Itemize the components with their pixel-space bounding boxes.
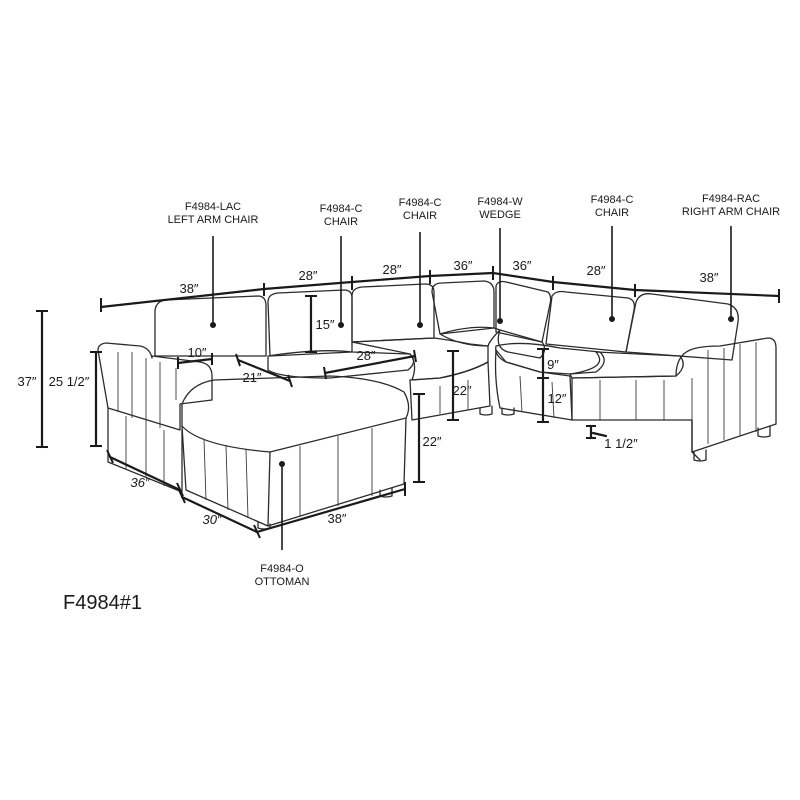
seat-c3: [495, 342, 605, 375]
lac-base: [107, 407, 183, 493]
dim-total-height: 37″: [17, 374, 36, 389]
dim-seat-base: 12″: [547, 391, 566, 406]
back-cushion-lac: [154, 295, 267, 357]
ottoman-ribs: [203, 428, 373, 519]
dimension-lines: [36, 266, 781, 539]
rac-arm: [571, 337, 777, 453]
dimension-labels: 38″ 28″ 28″ 36″ 36″ 28″ 38″ 37″ 25 1/2″ …: [17, 258, 718, 527]
dim-leg: 1 1/2″: [604, 436, 638, 451]
back-cushion-w2: [495, 280, 552, 343]
label-w-name: WEDGE: [479, 209, 521, 221]
back-cushion-rac: [625, 293, 739, 361]
leader-dot: [338, 322, 344, 328]
base-c3: [494, 349, 573, 421]
leader-dot: [609, 316, 615, 322]
dim-ottoman-depth: 30″: [202, 512, 221, 527]
c2-foot: [479, 405, 493, 416]
label-c2-name: CHAIR: [403, 210, 437, 222]
label-c3-name: CHAIR: [595, 207, 629, 219]
label-rac-code: F4984-RAC: [702, 193, 760, 205]
base-c3-seams: [519, 375, 555, 419]
leader-dot: [417, 322, 423, 328]
dim-back-height: 15″: [315, 317, 334, 332]
dim-rac-width: 38″: [699, 270, 718, 285]
dim-seat-width: 28″: [356, 348, 375, 363]
dim-depth: 36″: [130, 475, 149, 490]
leader-lines: [210, 226, 734, 550]
label-lac-name: LEFT ARM CHAIR: [168, 214, 259, 226]
lac-arm: [97, 342, 213, 431]
lac-base-ribs: [125, 416, 165, 486]
dim-w-right: 36″: [512, 258, 531, 273]
dim-ottoman-height: 22″: [422, 434, 441, 449]
label-rac-name: RIGHT ARM CHAIR: [682, 206, 780, 218]
base-c2-seams: [439, 380, 469, 414]
dim-seat-depth: 21″: [242, 370, 261, 385]
dim-w-left: 36″: [453, 258, 472, 273]
lac-arm-ribs: [117, 352, 177, 428]
dim-lac-width: 38″: [179, 281, 198, 296]
seat-rac: [569, 351, 684, 379]
label-o-name: OTTOMAN: [255, 576, 310, 588]
label-c3-code: F4984-C: [591, 194, 634, 206]
ottoman-top: [181, 375, 410, 453]
back-cushion-c3: [545, 290, 636, 353]
dim-arm-width: 10″: [187, 345, 206, 360]
label-o-code: F4984-O: [260, 563, 304, 575]
seat-w: [439, 326, 501, 347]
leader-dot: [497, 318, 503, 324]
rac-base-ribs: [599, 380, 665, 420]
dim-ottoman-width: 38″: [327, 511, 346, 526]
sofa-drawing: [97, 280, 777, 530]
set-code: F4984#1: [63, 592, 142, 614]
dim-arm-height: 25 1/2″: [49, 374, 90, 389]
back-cushion-w: [431, 280, 495, 335]
c3-foot: [501, 407, 515, 416]
rac-foot-2: [757, 425, 771, 438]
top-width-line: [99, 271, 781, 309]
ottoman-edge: [267, 451, 271, 527]
label-w-code: F4984-W: [477, 196, 523, 208]
module-labels: F4984-LAC LEFT ARM CHAIR F4984-C CHAIR F…: [168, 193, 781, 588]
leader-dot: [279, 461, 285, 467]
leader-dot: [210, 322, 216, 328]
label-lac-code: F4984-LAC: [185, 201, 241, 213]
rac-foot: [693, 449, 707, 462]
label-c1-name: CHAIR: [324, 216, 358, 228]
rac-arm-ribs: [691, 342, 757, 444]
back-cushion-c2: [351, 283, 435, 343]
label-c2-code: F4984-C: [399, 197, 442, 209]
rac-front: [691, 419, 701, 461]
dim-chair-seat-height: 22″: [452, 383, 471, 398]
label-c1-code: F4984-C: [320, 203, 363, 215]
base-c2: [409, 361, 491, 421]
dim-c2-width: 28″: [382, 262, 401, 277]
dim-cushion: 9″: [547, 357, 559, 372]
leader-dot: [728, 316, 734, 322]
dim-c1-width: 28″: [298, 268, 317, 283]
dim-c3-width: 28″: [586, 263, 605, 278]
